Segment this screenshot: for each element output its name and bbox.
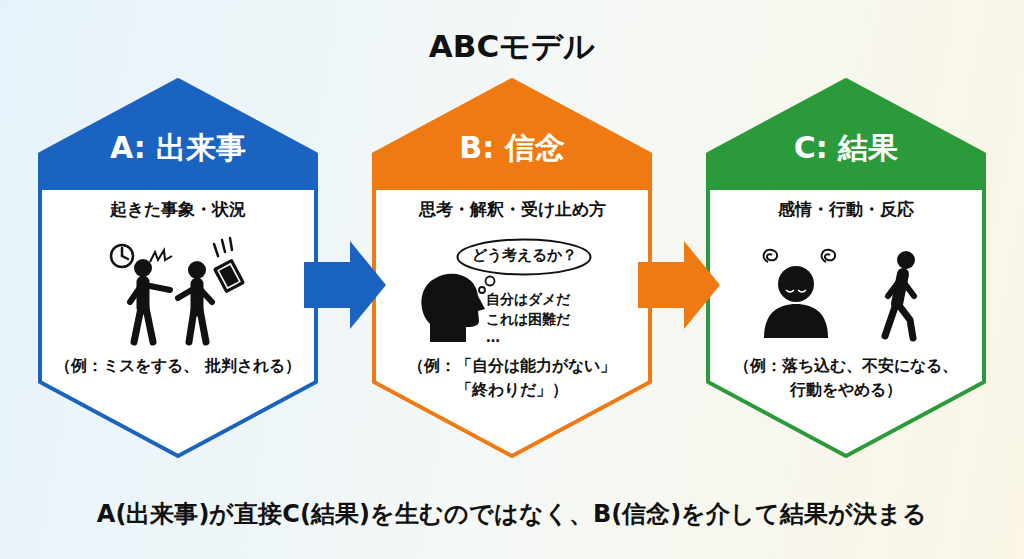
- node-subheading: 起きた事象・状況: [38, 198, 318, 220]
- thought-line: …: [486, 328, 596, 346]
- node-example: （例：ミスをする、 批判される）: [54, 354, 302, 378]
- diagram-caption: A(出来事)が直接C(結果)を生むのではなく、B(信念)を介して結果が決まる: [0, 500, 1024, 529]
- diagram-title: ABCモデル: [0, 28, 1024, 65]
- node-heading: C: 結果: [706, 130, 986, 166]
- hexagon-node: A: 出来事起きた事象・状況 （例：ミスをする、 批判される）: [38, 78, 318, 458]
- node-subheading: 感情・行動・反応: [706, 198, 986, 220]
- hexagon-node: B: 信念思考・解釈・受け止め方 （例：「自分は能力がない」 「終わりだ」） どう考…: [372, 78, 652, 458]
- thought-line: これは困難だ: [486, 310, 596, 328]
- node-heading: A: 出来事: [38, 130, 318, 166]
- thought-line: 自分はダメだ: [486, 290, 596, 308]
- node-subheading: 思考・解釈・受け止め方: [372, 198, 652, 220]
- hexagon-node: C: 結果感情・行動・反応 （例：落ち込む、不安になる、 行動をやめる）: [706, 78, 986, 458]
- bubble-text: どう考えるか？: [456, 246, 592, 266]
- node-example: （例：落ち込む、不安になる、 行動をやめる）: [722, 354, 970, 402]
- node-heading: B: 信念: [372, 130, 652, 166]
- thought-bubble-node: どう考えるか？: [456, 238, 592, 276]
- node-example: （例：「自分は能力がない」 「終わりだ」）: [388, 354, 636, 402]
